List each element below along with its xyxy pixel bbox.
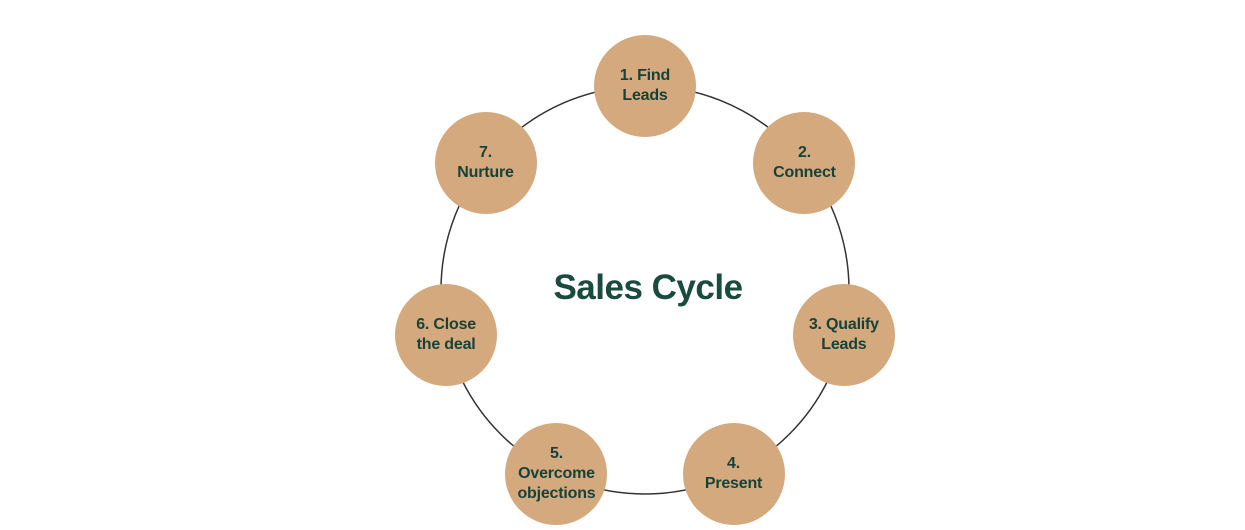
cycle-step-2: 2. Connect: [753, 111, 856, 214]
cycle-step-label: 7. Nurture: [457, 143, 514, 181]
diagram-title: Sales Cycle: [553, 268, 743, 307]
cycle-step-label: 6. Close the deal: [416, 316, 476, 354]
cycle-step-label: 1. Find Leads: [619, 67, 671, 104]
cycle-step-label: 2. Connect: [773, 143, 836, 181]
cycle-step-4: 4. Present: [682, 422, 785, 525]
cycle-step-6: 6. Close the deal: [395, 284, 498, 387]
cycle-step-label: 5. Overcome objections: [517, 444, 596, 502]
cycle-step-7: 7. Nurture: [434, 111, 537, 214]
cycle-step-5: 5. Overcome objections: [505, 422, 608, 525]
cycle-step-3: 3. Qualify Leads: [792, 284, 895, 387]
cycle-step-label: 3. Qualify Leads: [808, 316, 879, 354]
cycle-step-label: 4. Present: [704, 454, 763, 492]
cycle-step-1: 1. Find Leads: [594, 35, 696, 137]
